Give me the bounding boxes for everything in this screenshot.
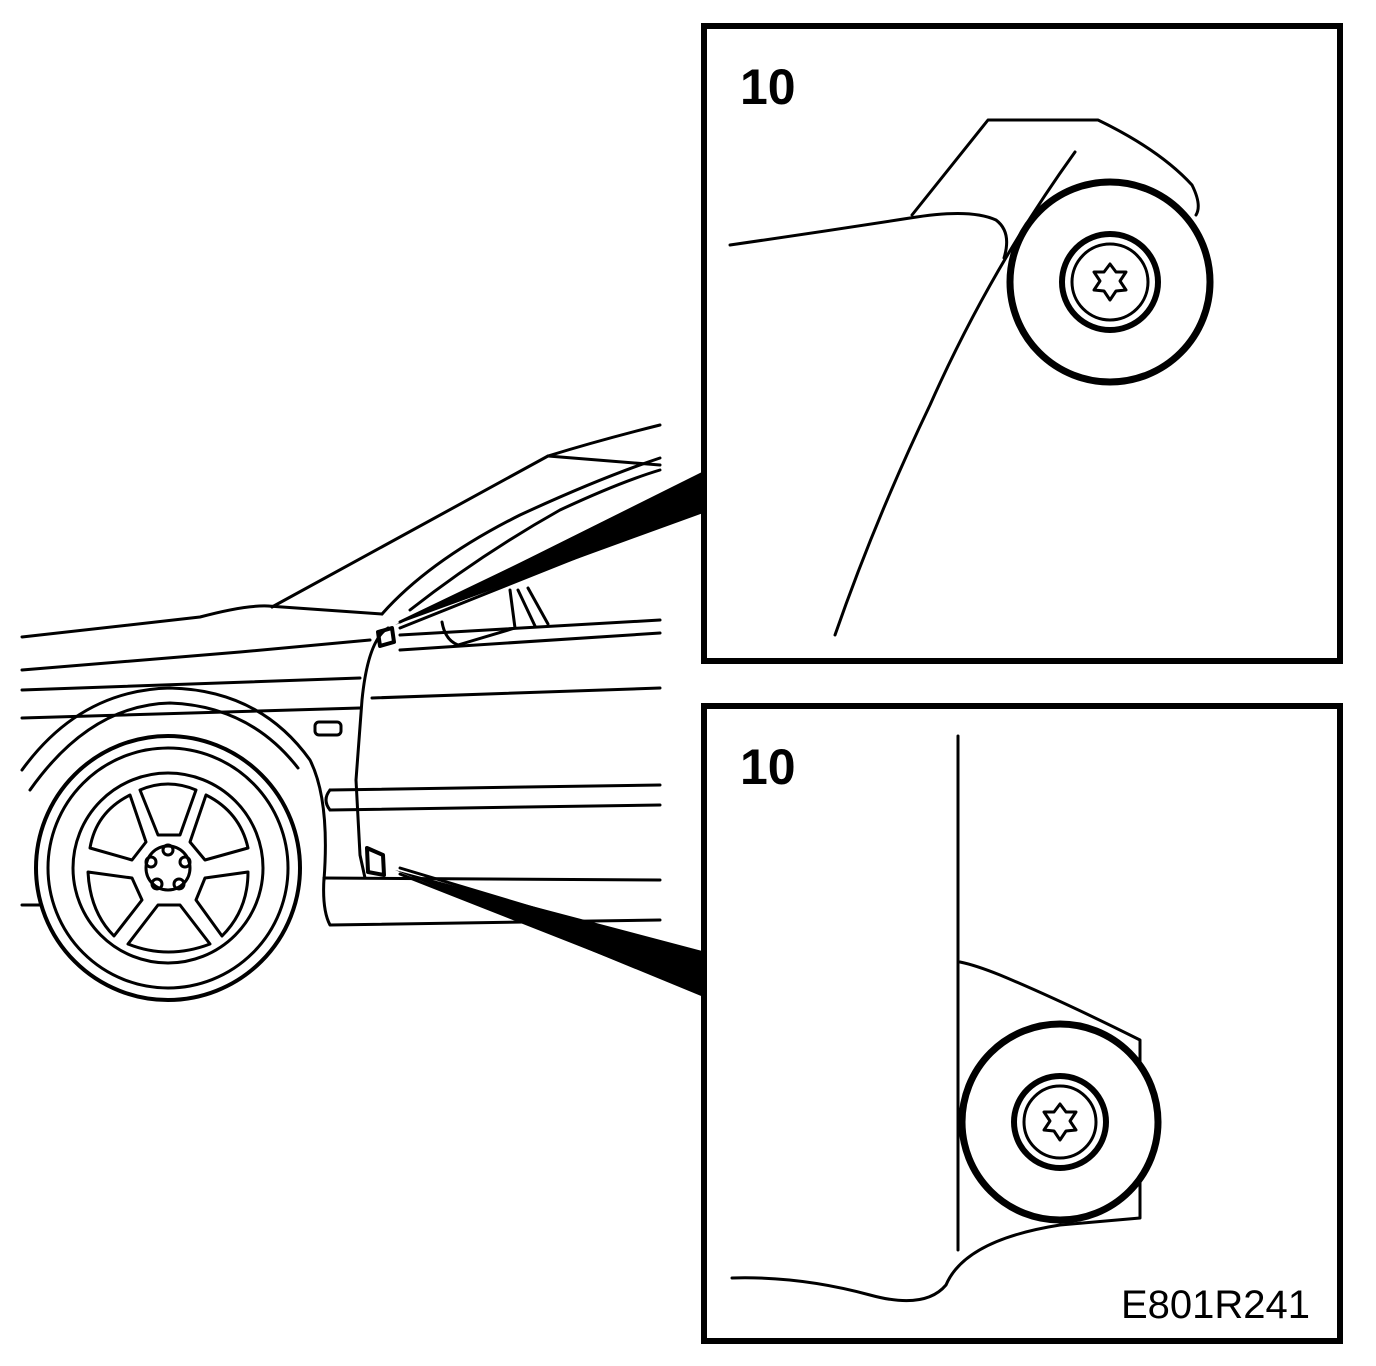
wheel-rim <box>86 782 250 954</box>
reference-code: E801R241 <box>1121 1283 1310 1327</box>
clip-bolt-top <box>1006 178 1214 386</box>
callout-top-number: 10 <box>740 59 796 115</box>
callout-top: 10 <box>701 23 1343 664</box>
callout-bottom: 10 E801R241 <box>701 703 1343 1344</box>
callout-bottom-number: 10 <box>740 739 796 795</box>
car-side-view <box>20 423 706 1002</box>
clip-bolt-bottom <box>958 1020 1162 1224</box>
